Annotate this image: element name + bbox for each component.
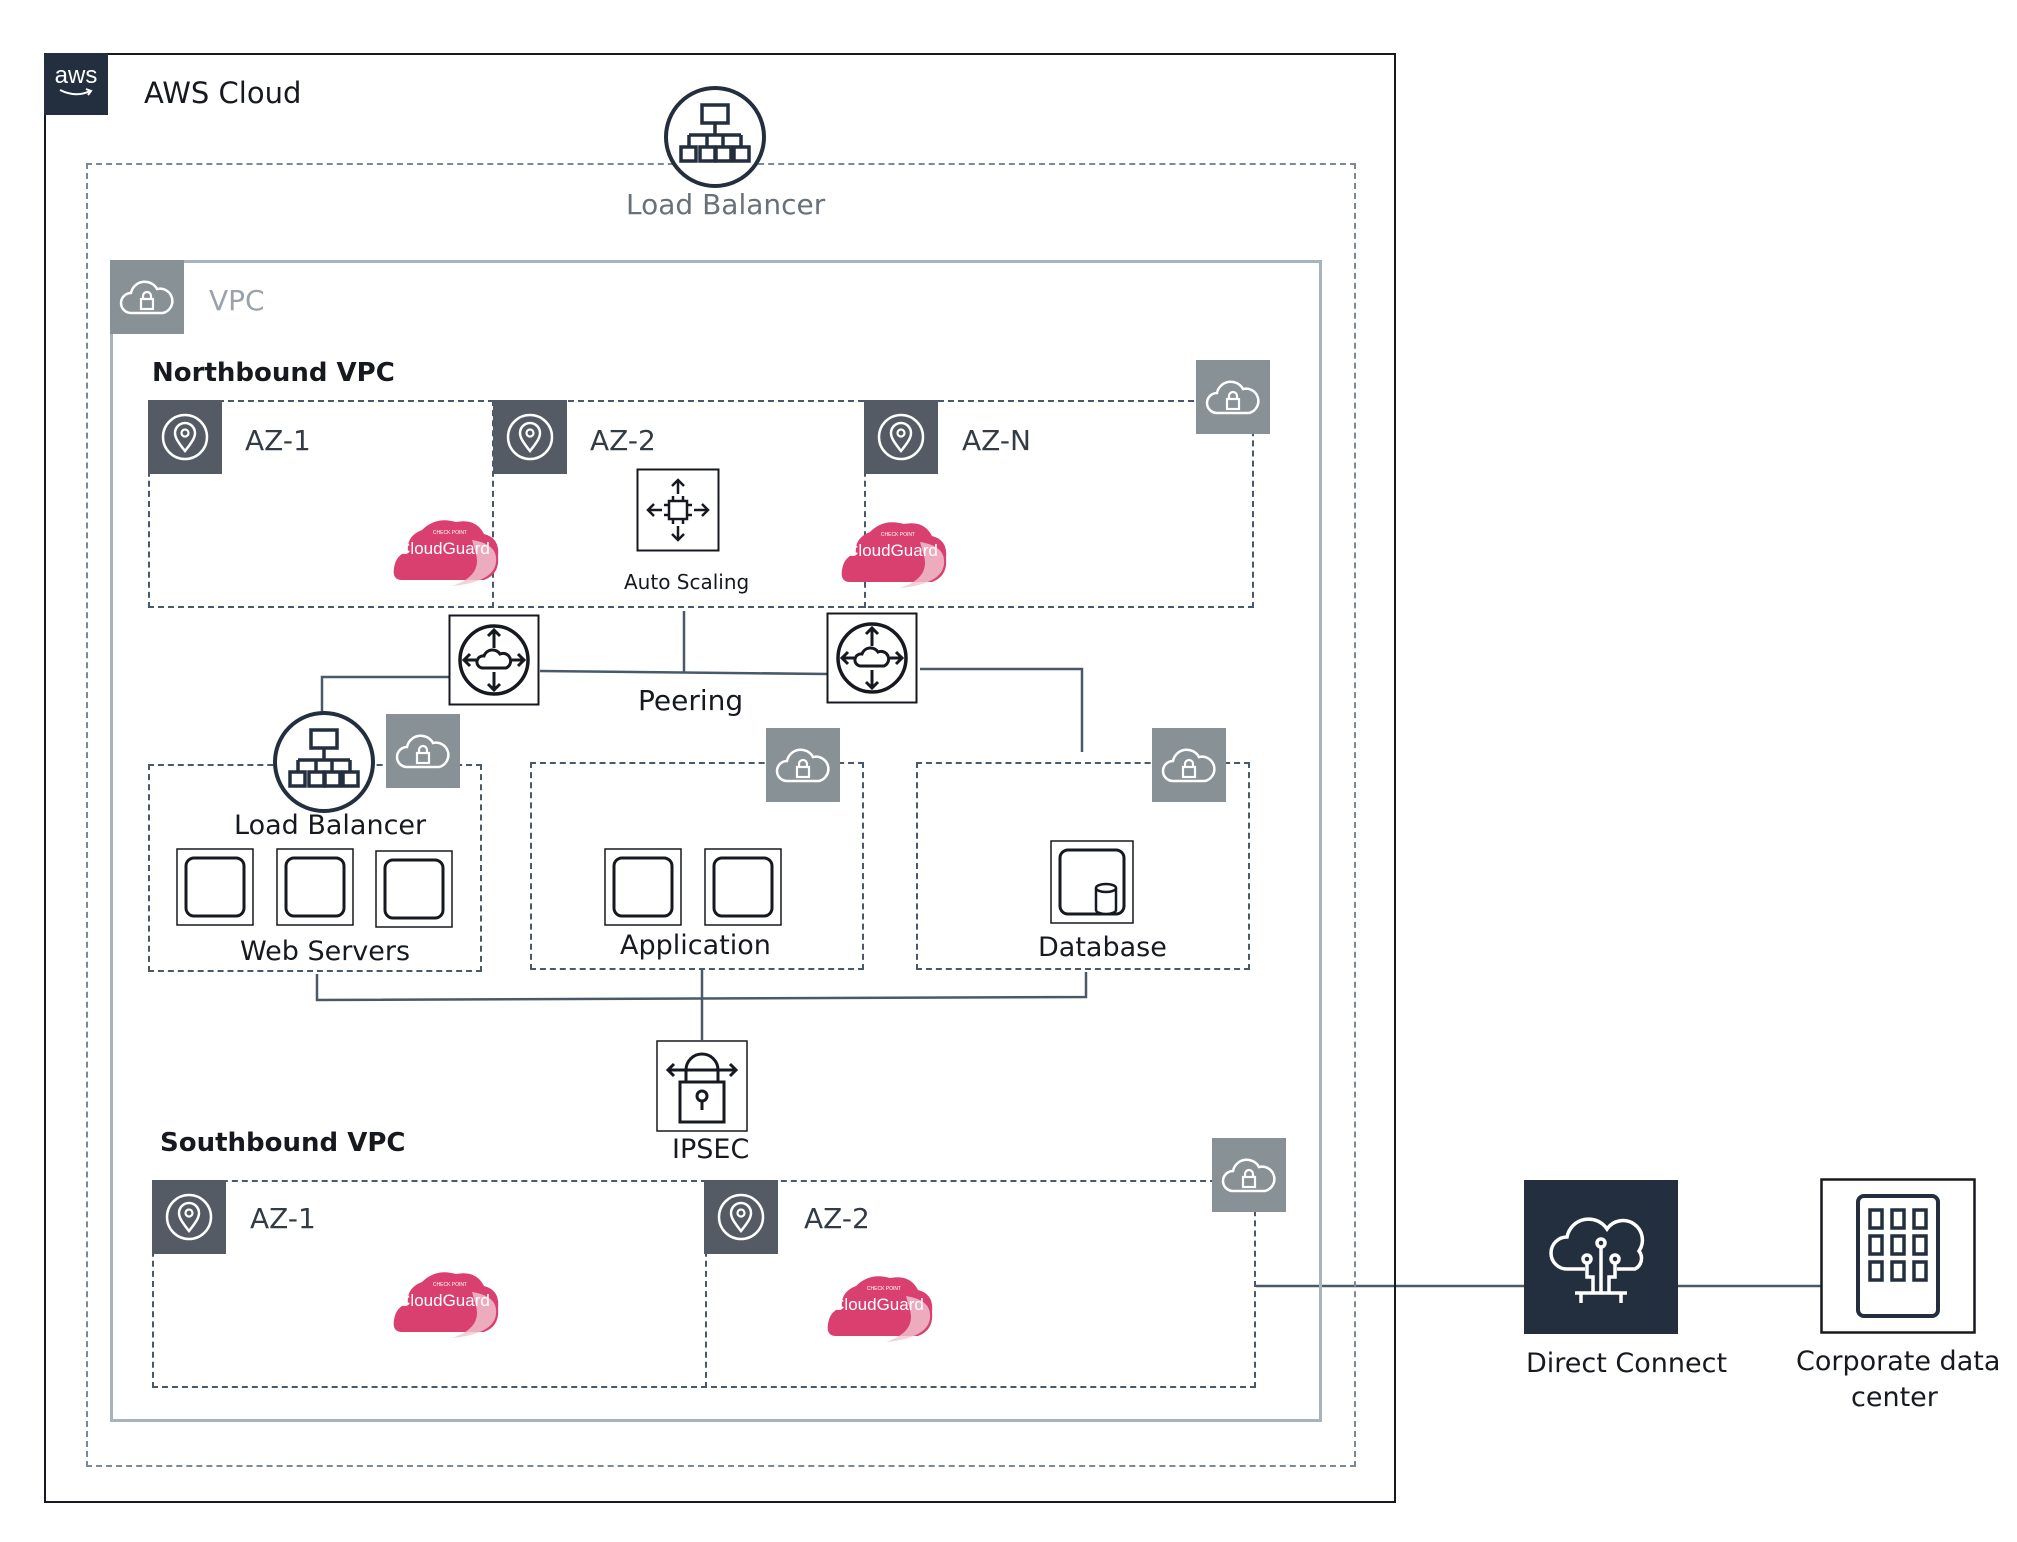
aws-cloud-label: AWS Cloud xyxy=(144,76,302,110)
southbound-az-2-label: AZ-2 xyxy=(804,1202,870,1235)
northbound-az-divider-1 xyxy=(492,400,494,608)
southbound-vpc-title: Southbound VPC xyxy=(160,1128,406,1158)
northbound-az-1-label: AZ-1 xyxy=(245,424,311,457)
az-pin-icon xyxy=(864,400,938,474)
router-to-db-connector xyxy=(920,667,1084,752)
ipsec-vpn-icon xyxy=(656,1040,748,1132)
aws-cloud-group xyxy=(44,53,1396,1503)
cloudguard-logo: CHECK POINT CloudGuard xyxy=(840,512,950,590)
direct-connect-icon xyxy=(1524,1180,1678,1334)
web-servers-label: Web Servers xyxy=(240,936,411,967)
peering-line xyxy=(539,669,829,676)
database-subnet-cloud-lock-icon xyxy=(1152,728,1226,802)
database-icon xyxy=(1050,840,1134,924)
aws-logo-text: aws xyxy=(54,62,98,89)
northbound-vpc-group xyxy=(148,400,1254,608)
cloudguard-brand-text: CloudGuard xyxy=(398,539,490,558)
instance-icon xyxy=(604,848,682,926)
cloudguard-tagline: CHECK POINT xyxy=(433,530,467,536)
database-subnet-group xyxy=(916,762,1250,970)
vpc-router-icon xyxy=(826,612,918,704)
ipsec-label: IPSEC xyxy=(672,1134,750,1165)
auto-scaling-label: Auto Scaling xyxy=(624,570,750,594)
cloudguard-brand-text: CloudGuard xyxy=(832,1295,924,1314)
instance-icon xyxy=(176,848,254,926)
az-pin-icon xyxy=(152,1180,226,1254)
vpc-label: VPC xyxy=(209,284,265,317)
vpc-router-icon xyxy=(448,614,540,706)
vpc-group xyxy=(110,260,1322,1422)
aws-smile-icon xyxy=(59,88,93,96)
instance-icon xyxy=(276,848,354,926)
cloudguard-logo: CHECK POINT CloudGuard xyxy=(392,1262,502,1340)
web-subnet-cloud-lock-icon xyxy=(386,714,460,788)
corporate-data-center-label-line1: Corporate data xyxy=(1796,1346,2001,1377)
cloudguard-logo: CHECK POINT CloudGuard xyxy=(826,1266,936,1344)
cloudguard-logo: CHECK POINT CloudGuard xyxy=(392,510,502,588)
web-load-balancer-icon xyxy=(272,710,376,814)
southbound-az-1-label: AZ-1 xyxy=(250,1202,316,1235)
instance-icon xyxy=(704,848,782,926)
cloudguard-tagline: CHECK POINT xyxy=(867,1286,901,1292)
cloudguard-brand-text: CloudGuard xyxy=(398,1291,490,1310)
southbound-az-divider xyxy=(705,1180,707,1388)
direct-connect-label: Direct Connect xyxy=(1526,1348,1728,1379)
application-subnet-cloud-lock-icon xyxy=(766,728,840,802)
northbound-az-2-label: AZ-2 xyxy=(590,424,656,457)
application-subnet-group xyxy=(530,762,864,970)
vpc-cloud-lock-icon xyxy=(110,260,184,334)
northbound-az-n-label: AZ-N xyxy=(962,424,1031,457)
router-to-lb-connector xyxy=(320,675,450,717)
az-pin-icon xyxy=(704,1180,778,1254)
southbound-vpc-cloud-lock-icon xyxy=(1212,1138,1286,1212)
web-load-balancer-label: Load Balancer xyxy=(234,810,427,841)
az-pin-icon xyxy=(148,400,222,474)
aws-logo: aws xyxy=(44,53,108,115)
top-load-balancer-icon xyxy=(663,85,767,189)
corporate-data-center-icon xyxy=(1820,1178,1976,1334)
northbound-vpc-title: Northbound VPC xyxy=(152,358,395,388)
cloudguard-tagline: CHECK POINT xyxy=(881,532,915,538)
application-label: Application xyxy=(620,930,771,961)
auto-scaling-icon xyxy=(636,468,720,552)
cloudguard-tagline: CHECK POINT xyxy=(433,1282,467,1288)
cloudguard-brand-text: CloudGuard xyxy=(846,541,938,560)
corporate-data-center-label-line2: center xyxy=(1851,1382,1938,1413)
top-load-balancer-label: Load Balancer xyxy=(626,188,826,221)
database-label: Database xyxy=(1038,932,1167,963)
instance-icon xyxy=(375,850,453,928)
az-pin-icon xyxy=(493,400,567,474)
northbound-vpc-cloud-lock-icon xyxy=(1196,360,1270,434)
peering-label: Peering xyxy=(638,684,744,717)
northbound-az-divider-2 xyxy=(864,400,866,608)
